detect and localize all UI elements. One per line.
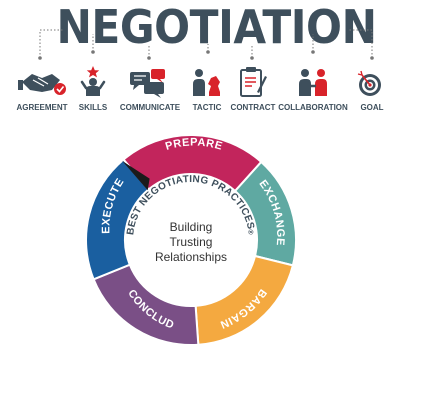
person-chess-knight-icon [193,69,220,96]
segment-label-prepare: PREPARE [164,137,224,153]
speech-bubbles-icon [130,69,165,98]
two-people-icon [299,69,327,96]
target-arrow-icon [357,70,381,96]
person-star-icon [80,66,106,96]
wheel-segment-execute [85,158,150,281]
icon-label-skills: SKILLS [78,103,108,112]
center-text: Building Trusting Relationships [131,220,251,265]
center-line-2: Trusting [169,235,213,249]
icon-label-tactic: TACTIC [192,103,222,112]
segment-divider-notch [122,160,150,191]
clipboard-pen-icon [240,67,267,97]
wheel-segments [85,134,297,346]
icon-label-contract: CONTRACT [230,103,276,112]
connector-dots [38,50,374,60]
icon-label-communicate: COMMUNICATE [119,103,181,112]
wheel-segment-bargain [194,254,295,346]
icon-label-collaboration: COLLABORATION [278,103,348,112]
center-line-1: Building [169,220,213,234]
handshake-check-icon [18,74,66,95]
icon-label-goal: GOAL [360,103,384,112]
icon-label-agreement: AGREEMENT [16,103,68,112]
center-line-3: Relationships [154,250,228,264]
page-title: NEGOTIATION [56,0,377,54]
icon-row [18,29,381,98]
